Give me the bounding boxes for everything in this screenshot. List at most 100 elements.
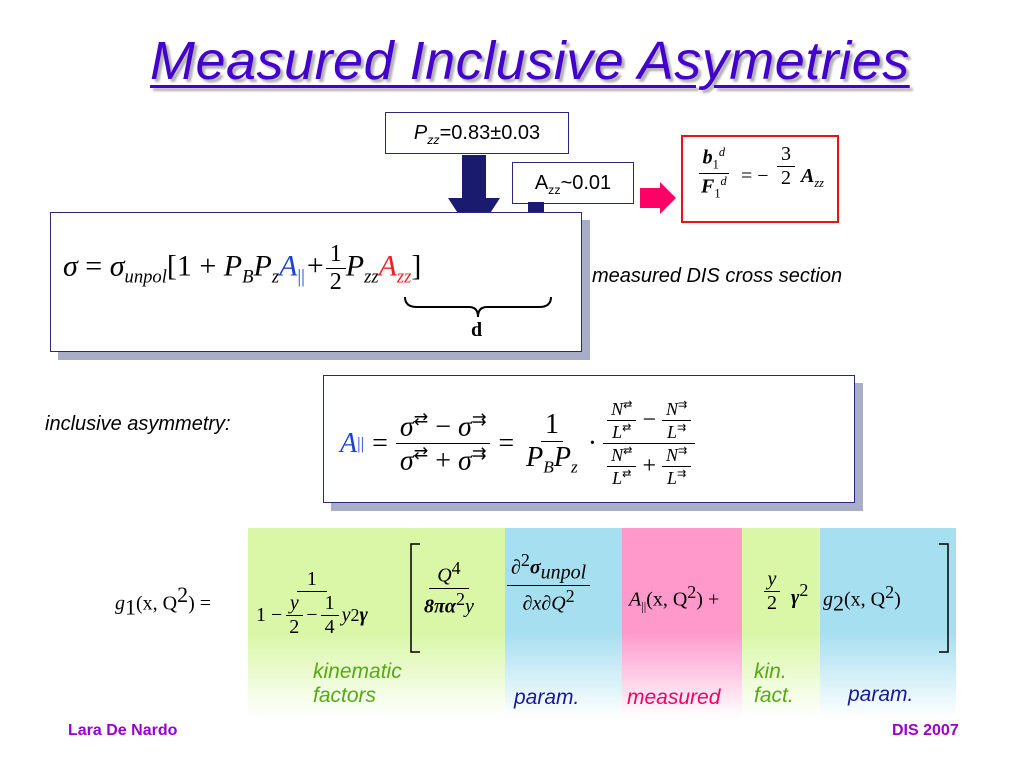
pz: P bbox=[253, 249, 272, 283]
l-anti-1: L bbox=[612, 422, 623, 442]
g1-symbol: g bbox=[115, 592, 125, 615]
pb-den: P bbox=[526, 442, 544, 474]
plus-n: + bbox=[642, 453, 657, 479]
g1-apar-args: (x, Q bbox=[646, 588, 688, 611]
pzz-subscript: zz bbox=[427, 133, 440, 147]
k-den-y: y bbox=[285, 592, 303, 616]
par-sup-den: ⇉ bbox=[471, 444, 487, 463]
asym-eq2: = bbox=[498, 427, 515, 459]
g1-apar-args-sup: 2 bbox=[687, 582, 697, 602]
pzz-symbol: P bbox=[413, 122, 428, 144]
ratio-equation-box: b1d F1d = − 3 2 Azz bbox=[681, 135, 839, 223]
coef-num: 3 bbox=[777, 143, 795, 167]
pzz: P bbox=[345, 249, 365, 283]
den-8pialpha: 8πα bbox=[424, 595, 456, 618]
pb-sub: B bbox=[242, 266, 254, 288]
k-den-two: 2 bbox=[289, 616, 300, 638]
g1-sub: 1 bbox=[125, 594, 136, 620]
anti-sup-den: ⇄ bbox=[413, 444, 429, 463]
band-kin-fact bbox=[742, 528, 820, 718]
pz-sub: z bbox=[271, 266, 280, 288]
apar-lhs: A bbox=[340, 427, 358, 459]
plus: + bbox=[306, 249, 324, 283]
g1-apar-close: ) bbox=[696, 588, 703, 611]
pzz-sub: zz bbox=[364, 266, 379, 288]
left-bracket-icon bbox=[410, 543, 420, 653]
pzz-value: =0.83±0.03 bbox=[439, 122, 541, 144]
g2-symbol: g bbox=[823, 588, 833, 611]
pz-den: P bbox=[553, 442, 571, 474]
par-sup-num: ⇉ bbox=[471, 409, 487, 429]
slide-title: Measured Inclusive Asymetries bbox=[150, 31, 910, 91]
l-par-1-sup: ⇉ bbox=[677, 422, 687, 434]
n-par-1-sup: ⇉ bbox=[678, 399, 688, 411]
g1-args: (x, Q bbox=[136, 592, 178, 615]
g1-y-den: 2 bbox=[767, 592, 777, 614]
sigma-unpol-sub: unpol bbox=[124, 266, 167, 288]
param-label-1: param. bbox=[514, 686, 580, 709]
g1-y-num: y bbox=[763, 568, 781, 592]
n-anti-1-sup: ⇄ bbox=[623, 399, 633, 411]
n-anti-2-sup: ⇄ bbox=[623, 445, 633, 457]
minus-n: − bbox=[642, 407, 657, 433]
pz-den-sub: z bbox=[571, 457, 578, 477]
azz-subscript: zz bbox=[548, 183, 561, 197]
asymmetry-equation: A|| = σ⇄ − σ⇉ σ⇄ + σ⇉ = 1 PBPz · N⇄L⇄ − … bbox=[340, 398, 696, 489]
b1-sup: d bbox=[718, 145, 726, 159]
footer-conference: DIS 2007 bbox=[892, 722, 959, 739]
q4-sup: 4 bbox=[451, 558, 461, 578]
underbrace-icon bbox=[404, 296, 552, 318]
g1-args-close: ) bbox=[188, 592, 195, 615]
f1-sub: 1 bbox=[714, 186, 721, 201]
sigma-anti-num: σ bbox=[399, 411, 414, 442]
partial: ∂ bbox=[511, 556, 521, 579]
dxdq: ∂x∂Q bbox=[522, 592, 566, 615]
azz-rhs: A bbox=[801, 165, 815, 187]
sigma-anti-den: σ bbox=[399, 445, 414, 477]
band-kinematic bbox=[248, 528, 505, 718]
den-8-sup: 2 bbox=[455, 588, 465, 609]
bracket-open: [1 + bbox=[166, 249, 224, 283]
b1-sub: 1 bbox=[712, 157, 719, 172]
sigma-unpol: σ bbox=[109, 249, 125, 283]
azz-value: ~0.01 bbox=[560, 172, 612, 194]
sigma: σ bbox=[63, 249, 78, 283]
apar: A bbox=[279, 249, 298, 283]
coef-den: 2 bbox=[781, 167, 791, 189]
asymmetry-equation-box: A|| = σ⇄ − σ⇉ σ⇄ + σ⇉ = 1 PBPz · N⇄L⇄ − … bbox=[323, 375, 855, 503]
plus-den: + bbox=[435, 445, 452, 477]
one-num: 1 bbox=[540, 409, 563, 443]
azz-rhs-sub: zz bbox=[814, 176, 824, 190]
sigma-par-num: σ bbox=[458, 411, 472, 442]
apar-sub: || bbox=[297, 266, 305, 288]
b1-symbol: b bbox=[702, 146, 713, 169]
minus-num: − bbox=[435, 411, 452, 442]
l-par-2-sup: ⇉ bbox=[677, 468, 687, 480]
n-anti-1: N bbox=[611, 399, 624, 419]
brace-label: d bbox=[471, 319, 483, 341]
g1-apar: A bbox=[629, 588, 642, 611]
measured-dis-label: measured DIS cross section bbox=[592, 265, 843, 287]
pzz-box: Pzz=0.83±0.03 bbox=[385, 112, 569, 154]
k-den-one-minus: 1 − bbox=[256, 604, 283, 626]
k-den-minus: − bbox=[306, 604, 318, 626]
half-den: 2 bbox=[329, 269, 342, 295]
n-par-2: N bbox=[666, 445, 679, 465]
pb-den-sub: B bbox=[543, 457, 554, 477]
right-arrow-icon bbox=[640, 182, 676, 214]
k-den-one: 1 bbox=[320, 592, 339, 616]
band-param-1 bbox=[505, 528, 622, 718]
q4: Q bbox=[437, 564, 452, 587]
sigma-par-den: σ bbox=[458, 445, 472, 477]
dxdq-sup: 2 bbox=[565, 585, 575, 606]
l-par-2: L bbox=[667, 468, 678, 488]
k-den-y2-sup: 2 bbox=[350, 605, 360, 625]
k-num: 1 bbox=[296, 568, 327, 592]
eq1: = bbox=[77, 249, 110, 283]
kinematic-factors-label: kinematic factors bbox=[313, 660, 402, 707]
k-den-four: 4 bbox=[324, 616, 335, 638]
azz-box: Azz~0.01 bbox=[512, 162, 634, 204]
g2-args-close: ) bbox=[894, 588, 901, 611]
l-anti-2-sup: ⇄ bbox=[622, 468, 632, 480]
